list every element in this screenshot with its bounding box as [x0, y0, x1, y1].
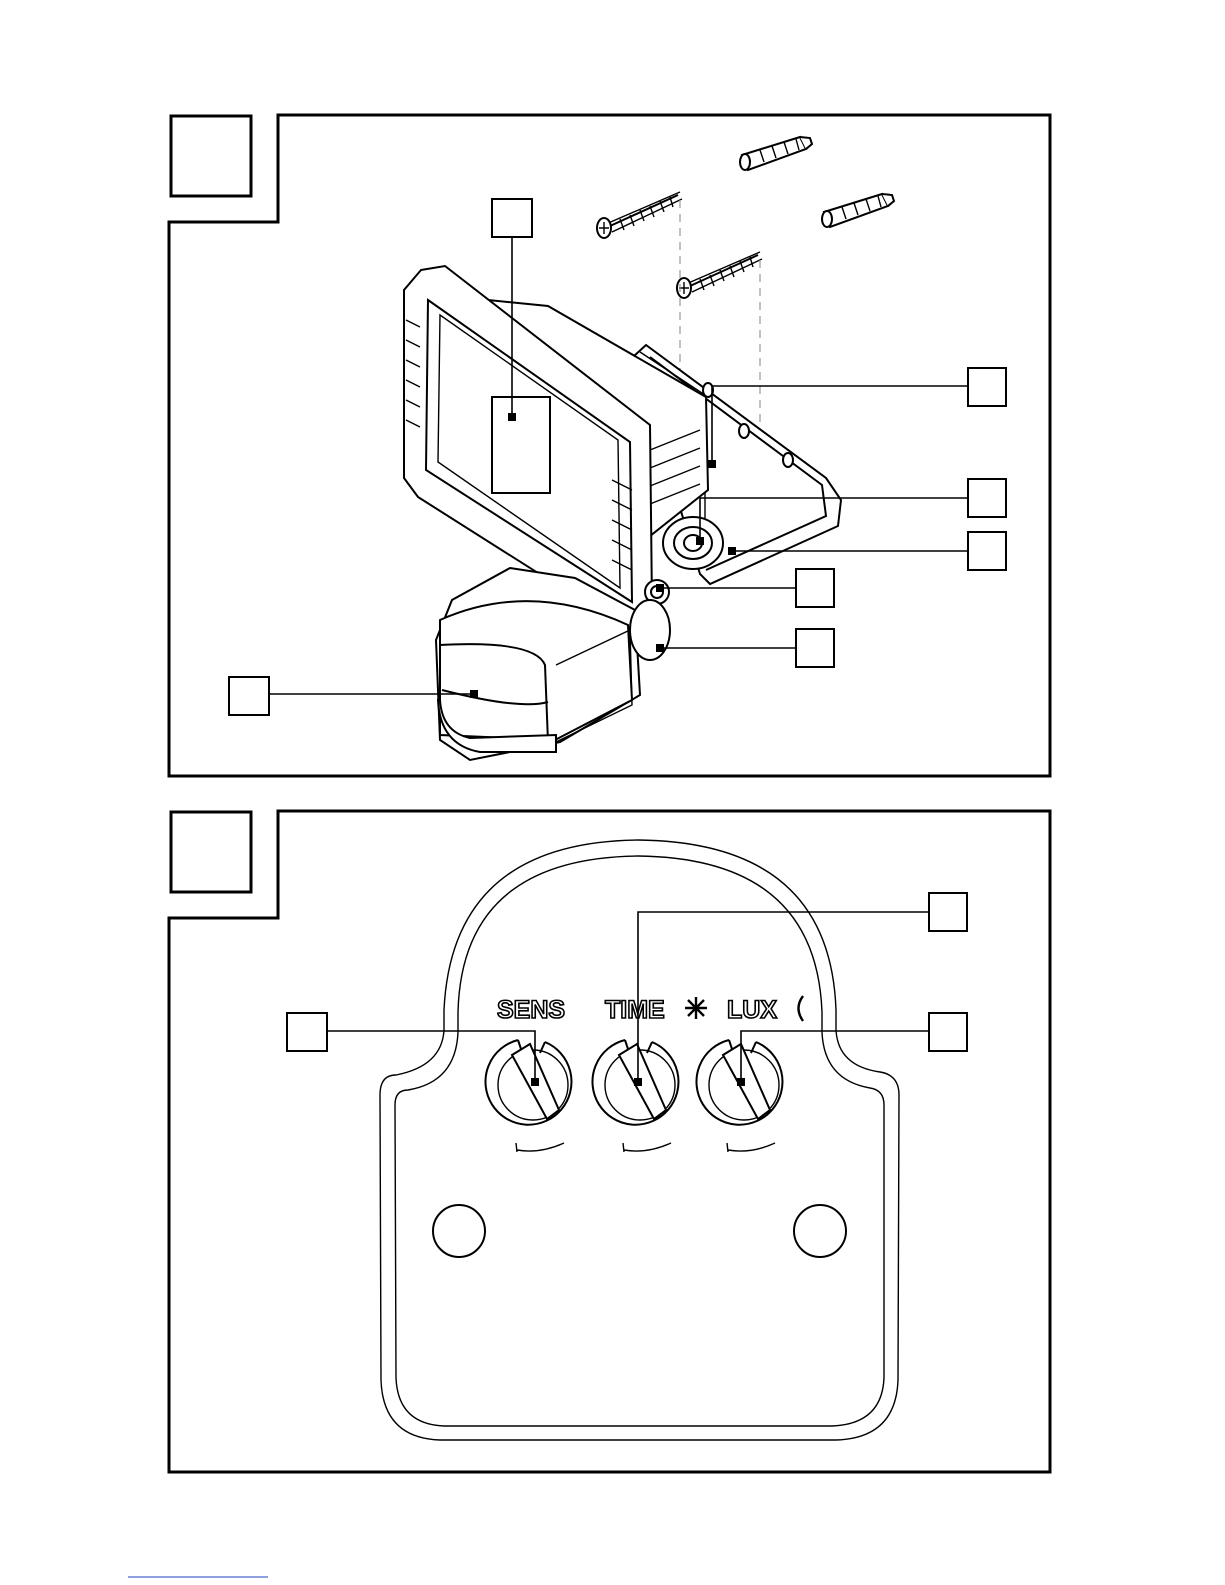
lux-dial — [696, 1040, 782, 1152]
callout-box — [796, 569, 834, 607]
wall-plug — [740, 137, 812, 170]
mounting-hole — [433, 1205, 485, 1257]
lux-label: LUX — [727, 996, 777, 1024]
callout-box — [929, 1013, 967, 1051]
time-dial — [592, 1040, 678, 1152]
figure-2: SENS TIME LUX — [169, 811, 1050, 1472]
screw — [677, 252, 762, 298]
mounting-hole — [794, 1205, 846, 1257]
sensor-housing-inner-outline — [395, 856, 884, 1426]
figure-1 — [169, 115, 1050, 776]
figure-2-frame — [169, 811, 1050, 1472]
callout-box — [796, 629, 834, 667]
callout-box — [968, 479, 1006, 517]
time-label: TIME — [605, 996, 665, 1024]
callout-box — [929, 893, 967, 931]
sun-icon — [685, 997, 707, 1019]
callout-box — [968, 532, 1006, 570]
moon-icon — [799, 996, 804, 1021]
screw — [597, 192, 682, 238]
callout-box — [968, 368, 1006, 406]
callout-box — [492, 199, 532, 237]
callout-box — [287, 1013, 327, 1051]
callout-box — [229, 677, 269, 715]
sensor-housing-outline — [380, 840, 899, 1440]
sens-label: SENS — [497, 996, 565, 1024]
wall-plug — [822, 194, 894, 227]
figure-1-number-box — [171, 116, 251, 196]
figure-2-number-box — [171, 812, 251, 892]
sens-dial — [485, 1040, 571, 1152]
